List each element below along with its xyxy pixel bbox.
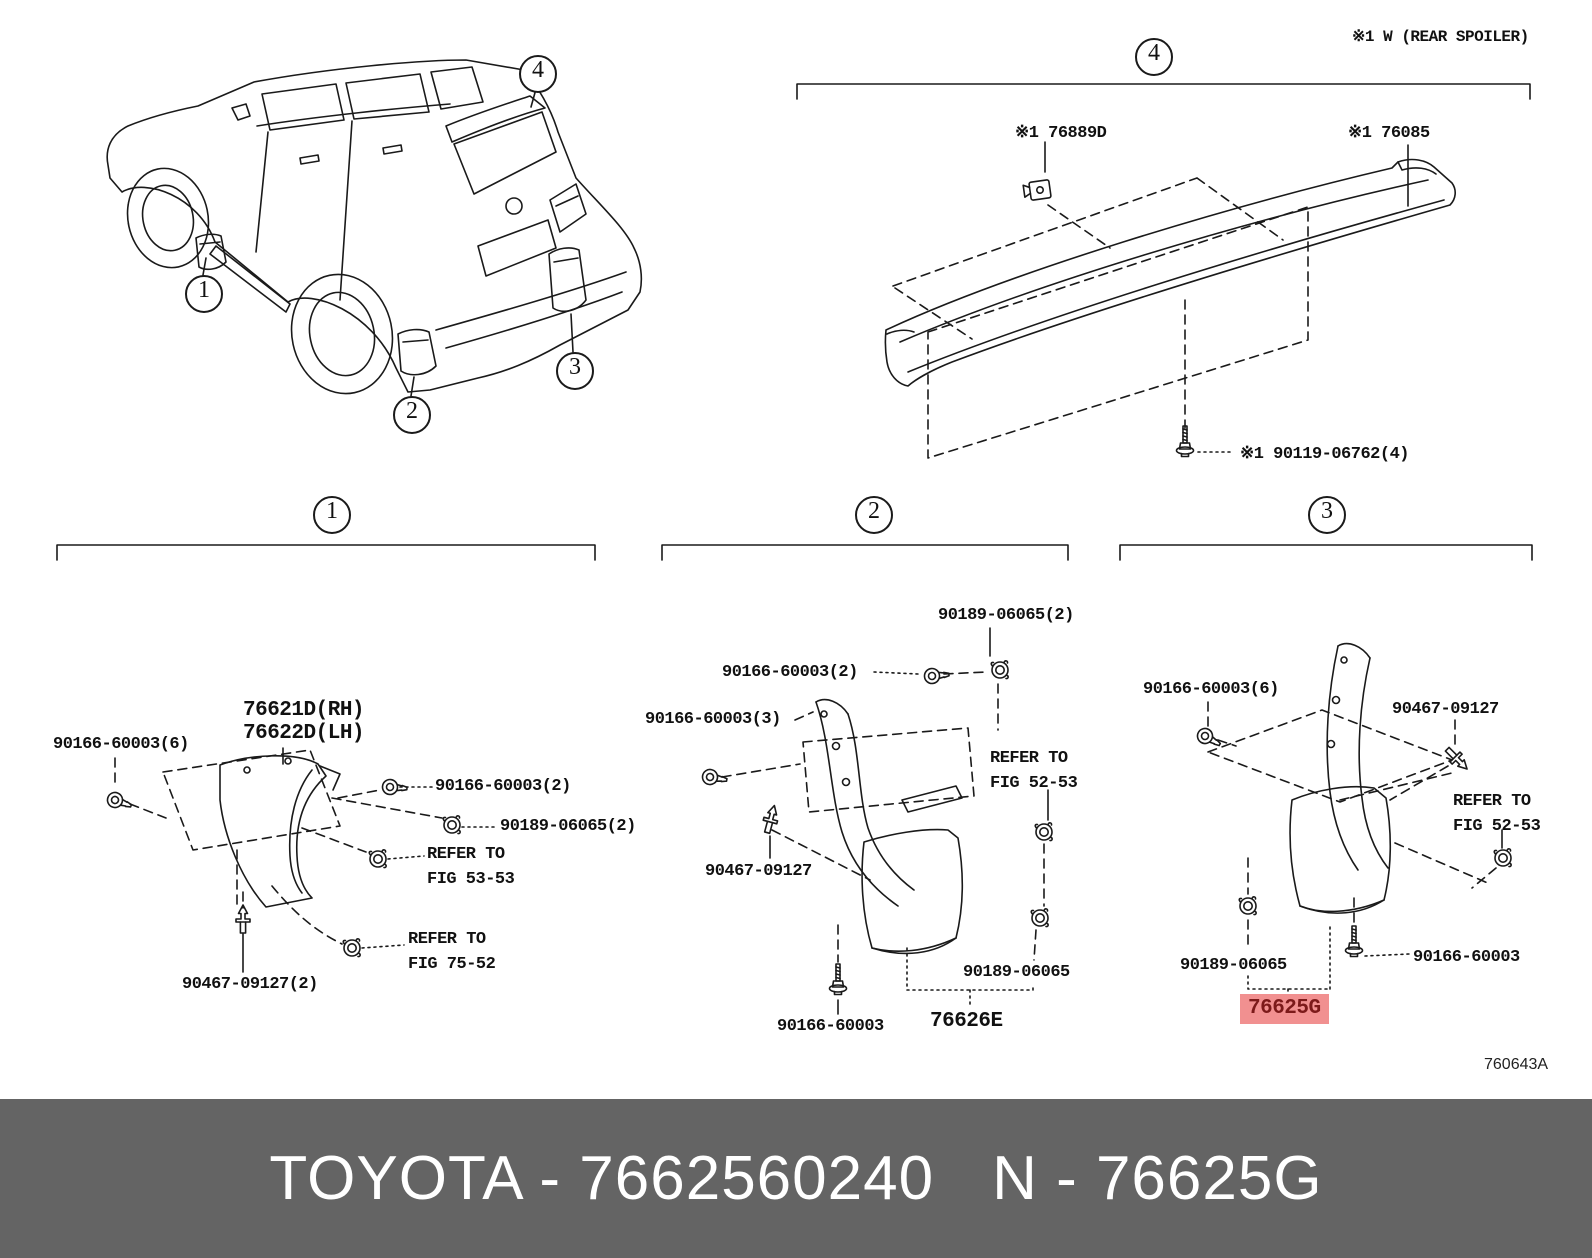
- part-label-76622d-lh[interactable]: 76622D(LH): [243, 722, 365, 745]
- refer-fig-75-52-line1[interactable]: REFER TO: [408, 930, 486, 949]
- part-label-76625g-highlighted[interactable]: 76625G: [1240, 994, 1329, 1024]
- bolt-icon: [104, 789, 135, 814]
- spoiler-clip-icon: [1022, 178, 1052, 202]
- section-3-number: 3: [1308, 496, 1346, 534]
- part-label-s2-clip2[interactable]: 90189-06065(2): [938, 606, 1074, 625]
- screw-icon: [1175, 425, 1195, 458]
- part-label-76626e[interactable]: 76626E: [930, 1010, 1003, 1033]
- part-label-s3-bolt[interactable]: 90166-60003: [1413, 948, 1520, 967]
- banner-part-code: N - 76625G: [992, 1144, 1323, 1213]
- part-label-76621d-rh[interactable]: 76621D(RH): [243, 699, 365, 722]
- part-label-s1-clip2[interactable]: 90189-06065(2): [500, 817, 636, 836]
- part-label-s2-rivet[interactable]: 90467-09127: [705, 862, 812, 881]
- mudguard-2-illustration: [700, 627, 1053, 1015]
- part-label-s1-rivet2[interactable]: 90467-09127(2): [182, 975, 318, 994]
- refer-fig-53-53-line1[interactable]: REFER TO: [427, 845, 505, 864]
- car-illustration: [106, 59, 643, 397]
- banner-brand-part-number: TOYOTA - 7662560240: [269, 1144, 935, 1213]
- section-2-number: 2: [855, 496, 893, 534]
- part-label-s3-clip[interactable]: 90189-06065: [1180, 956, 1287, 975]
- part-label-76085[interactable]: ※1 76085: [1348, 124, 1430, 143]
- part-label-s1-bolt6[interactable]: 90166-60003(6): [53, 735, 189, 754]
- part-label-s2-bolt3[interactable]: 90166-60003(3): [645, 710, 781, 729]
- bolt-icon: [1193, 724, 1225, 752]
- mudguard-3-illustration: [1193, 642, 1512, 1003]
- clip-nut-icon: [1238, 896, 1257, 916]
- section-4-number: 4: [1135, 38, 1173, 76]
- footer-banner: TOYOTA - 7662560240 N - 76625G: [0, 1099, 1592, 1258]
- mudguard-1-illustration: [104, 747, 497, 973]
- screw-icon: [1344, 925, 1364, 958]
- part-label-s3-bolt6[interactable]: 90166-60003(6): [1143, 680, 1279, 699]
- part-label-s2-bolt[interactable]: 90166-60003: [777, 1017, 884, 1036]
- part-label-90119-06762[interactable]: ※1 90119-06762(4): [1240, 445, 1409, 464]
- clip-nut-icon: [342, 938, 361, 958]
- car-callout-2: 2: [393, 396, 431, 434]
- part-label-s3-rivet[interactable]: 90467-09127: [1392, 700, 1499, 719]
- part-label-76889d[interactable]: ※1 76889D: [1015, 124, 1107, 143]
- rivet-icon: [1441, 743, 1473, 775]
- refer-fig-52-53-s2-line1[interactable]: REFER TO: [990, 749, 1068, 768]
- spoiler-illustration: [884, 141, 1456, 459]
- diagram-artwork: [56, 59, 1533, 1015]
- clip-nut-icon: [1493, 848, 1512, 868]
- section-brackets: [56, 83, 1533, 561]
- car-callout-4: 4: [519, 55, 557, 93]
- bolt-icon: [700, 767, 729, 789]
- clip-nut-icon: [990, 660, 1009, 680]
- car-callout-3: 3: [556, 352, 594, 390]
- refer-fig-52-53-s2-line2[interactable]: FIG 52-53: [990, 774, 1078, 793]
- refer-fig-53-53-line2[interactable]: FIG 53-53: [427, 870, 515, 889]
- clip-nut-icon: [442, 815, 461, 835]
- refer-fig-52-53-s3-line1[interactable]: REFER TO: [1453, 792, 1531, 811]
- rivet-icon: [759, 802, 782, 836]
- figure-code: 760643A: [1484, 1056, 1549, 1073]
- part-label-s2-bolt2[interactable]: 90166-60003(2): [722, 663, 858, 682]
- clip-nut-icon: [1030, 908, 1049, 928]
- rear-spoiler-note: ※1 W (REAR SPOILER): [1352, 28, 1529, 46]
- bolt-icon: [381, 778, 409, 797]
- part-label-s1-bolt2[interactable]: 90166-60003(2): [435, 777, 571, 796]
- rivet-icon: [235, 904, 251, 934]
- screw-icon: [828, 963, 848, 996]
- refer-fig-52-53-s3-line2[interactable]: FIG 52-53: [1453, 817, 1541, 836]
- clip-nut-icon: [1034, 822, 1053, 842]
- part-label-s2-clip[interactable]: 90189-06065: [963, 963, 1070, 982]
- bolt-icon: [923, 666, 951, 685]
- refer-fig-75-52-line2[interactable]: FIG 75-52: [408, 955, 496, 974]
- section-1-number: 1: [313, 496, 351, 534]
- car-callout-1: 1: [185, 275, 223, 313]
- clip-nut-icon: [368, 849, 387, 869]
